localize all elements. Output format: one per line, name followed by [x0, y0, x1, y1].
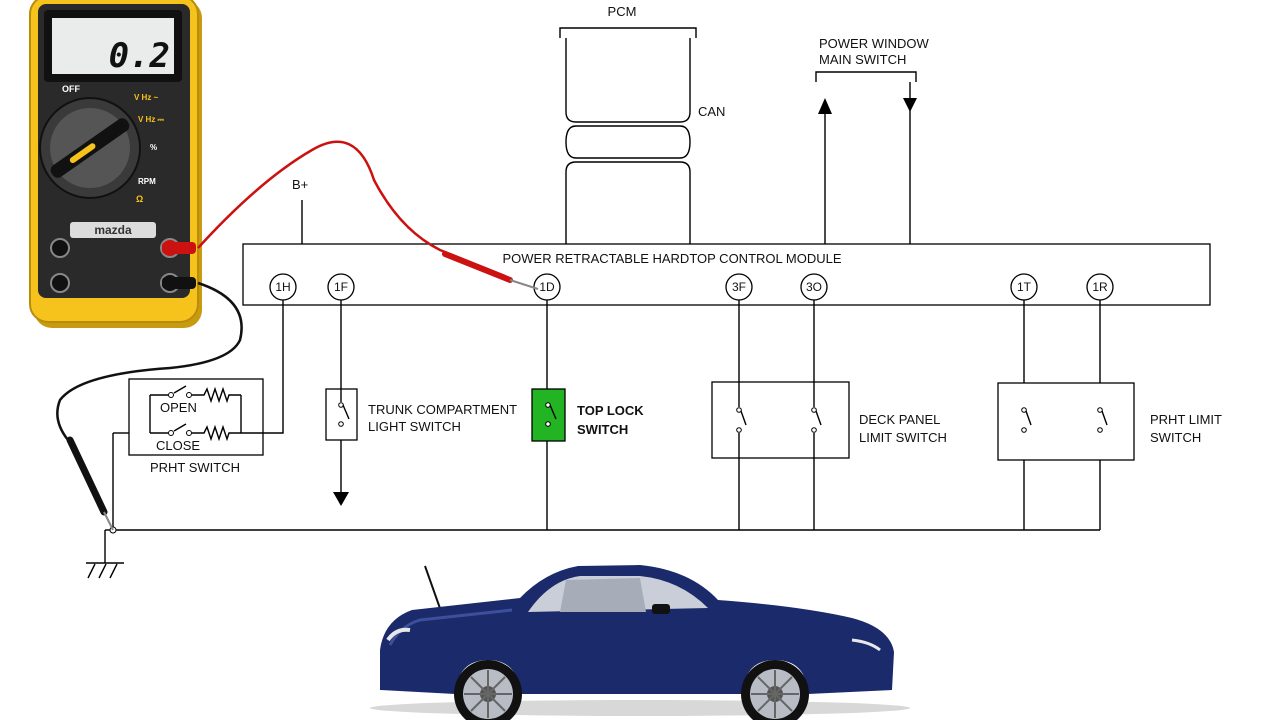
prht-switch-label: PRHT SWITCH [150, 460, 240, 475]
can-label: CAN [698, 104, 725, 119]
bplus-label: B+ [292, 177, 308, 192]
red-probe-plug [162, 242, 196, 254]
dial-pointer [50, 118, 130, 178]
prht-open-label: OPEN [160, 400, 197, 415]
svg-text:3O: 3O [806, 280, 822, 294]
svg-text:1T: 1T [1017, 280, 1032, 294]
svg-text:1D: 1D [539, 280, 555, 294]
top-lock-label-1: TOP LOCK [577, 403, 644, 418]
pin-1r: 1R [1086, 273, 1114, 301]
pin-3f: 3F [725, 273, 753, 301]
pin-1h: 1H [269, 273, 297, 301]
ground-arrow-icon [333, 492, 349, 506]
mode-duty: % [150, 143, 157, 152]
trunk-switch-label-1: TRUNK COMPARTMENT [368, 402, 517, 417]
jack-a-icon [50, 273, 70, 293]
pcm-block: PCM CAN [559, 4, 725, 244]
control-module: POWER RETRACTABLE HARDTOP CONTROL MODULE [242, 243, 1211, 306]
prht-limit-label-2: SWITCH [1150, 430, 1201, 445]
deck-panel-limit-switch: DECK PANEL LIMIT SWITCH [711, 300, 947, 530]
multimeter-reading: 0.2 [109, 36, 170, 76]
mode-vhz-dc: V Hz ⎓ [138, 115, 165, 124]
deck-panel-label-2: LIMIT SWITCH [859, 430, 947, 445]
jack-com-icon [50, 238, 70, 258]
red-probe [197, 140, 539, 290]
multimeter-off-label: OFF [62, 84, 80, 94]
arrow-up-icon [818, 98, 832, 114]
pin-3o: 3O [800, 273, 828, 301]
ground-bus [86, 432, 1100, 579]
pin-1f: 1F [327, 273, 355, 301]
mode-ohm: Ω [136, 194, 143, 204]
car-illustration [370, 565, 910, 720]
pin-1d: 1D [533, 273, 561, 301]
power-window-main-switch: POWER WINDOW MAIN SWITCH [815, 36, 929, 244]
svg-text:1H: 1H [275, 280, 290, 294]
pcm-label: PCM [608, 4, 637, 19]
multimeter-display [52, 18, 174, 74]
arrow-down-icon [903, 98, 917, 112]
deck-panel-label-1: DECK PANEL [859, 412, 940, 427]
power-window-label-1: POWER WINDOW [819, 36, 929, 51]
multimeter-brand: mazda [94, 223, 132, 237]
pin-1t: 1T [1010, 273, 1038, 301]
top-lock-label-2: SWITCH [577, 422, 628, 437]
power-window-label-2: MAIN SWITCH [819, 52, 906, 67]
svg-text:1F: 1F [334, 280, 348, 294]
top-lock-switch: TOP LOCK SWITCH [531, 300, 644, 530]
module-title: POWER RETRACTABLE HARDTOP CONTROL MODULE [502, 251, 841, 266]
prht-limit-label-1: PRHT LIMIT [1150, 412, 1222, 427]
black-probe [56, 281, 243, 531]
trunk-switch-label-2: LIGHT SWITCH [368, 419, 461, 434]
svg-text:1R: 1R [1092, 280, 1108, 294]
trunk-light-switch: TRUNK COMPARTMENT LIGHT SWITCH [325, 300, 517, 506]
multimeter: 0.2 OFF V Hz ~ V Hz ⎓ % RPM Ω mazda [29, 0, 202, 328]
black-probe-plug [162, 277, 196, 289]
prht-switch: OPEN CLOSE PRHT SWITCH [128, 300, 284, 475]
mode-rpm: RPM [138, 177, 156, 186]
svg-text:3F: 3F [732, 280, 746, 294]
prht-close-label: CLOSE [156, 438, 200, 453]
prht-limit-switch: PRHT LIMIT SWITCH [997, 300, 1222, 530]
mode-vhz-ac: V Hz ~ [134, 93, 159, 102]
